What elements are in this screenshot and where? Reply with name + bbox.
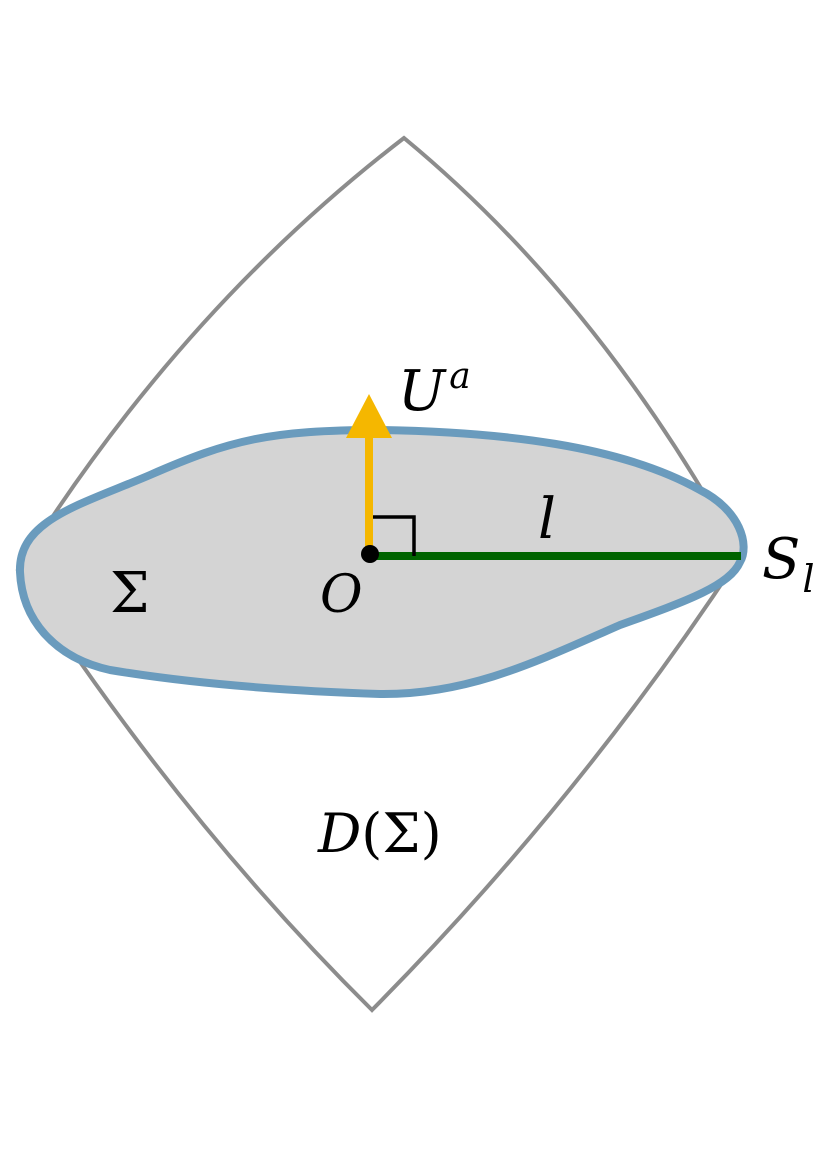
surface-label: Sl — [762, 527, 815, 601]
surface-label-subscript: l — [802, 557, 814, 601]
domain-label: D(Σ) — [317, 802, 442, 865]
sigma-region — [15, 425, 748, 699]
velocity-arrow-head — [346, 394, 392, 438]
right-angle-marker — [370, 515, 416, 556]
region-label: Σ — [110, 561, 150, 626]
domain-of-dependence-outline — [15, 135, 743, 1013]
length-label: l — [538, 487, 556, 552]
origin-label: O — [320, 565, 363, 625]
origin-point — [361, 545, 379, 563]
velocity-label-superscript: a — [449, 356, 470, 397]
